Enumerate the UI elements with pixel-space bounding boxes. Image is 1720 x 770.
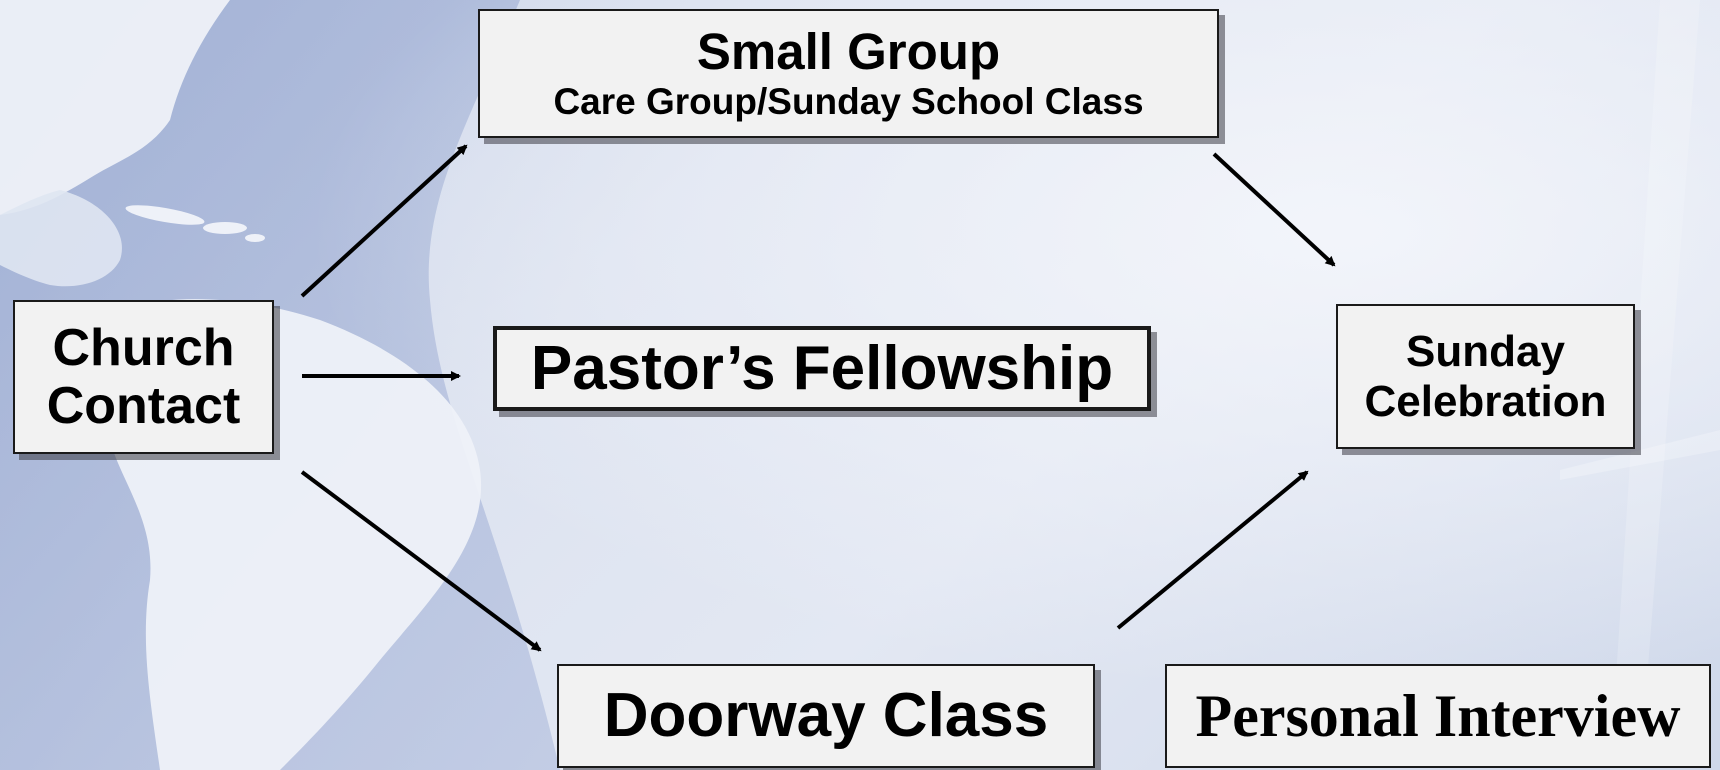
pastors-fellowship-box: Pastor’s Fellowship xyxy=(493,326,1151,411)
arrow-doorway-to-sunday xyxy=(1116,470,1309,630)
doorway-class-box: Doorway Class xyxy=(557,664,1095,768)
doorway-class-label: Doorway Class xyxy=(603,681,1049,750)
sunday-celebration-line2: Celebration xyxy=(1364,376,1607,426)
small-group-title: Small Group xyxy=(696,22,1001,80)
personal-interview-label: Personal Interview xyxy=(1195,683,1681,749)
small-group-subtitle: Care Group/Sunday School Class xyxy=(553,80,1144,122)
arrow-contact-to-doorway-class xyxy=(300,470,542,652)
pastors-fellowship-label: Pastor’s Fellowship xyxy=(530,333,1114,403)
arrow-contact-to-small-group xyxy=(300,144,468,298)
sunday-celebration-line1: Sunday xyxy=(1406,326,1565,376)
light-ray xyxy=(1610,0,1700,770)
small-group-box: Small Group Care Group/Sunday School Cla… xyxy=(478,9,1219,138)
church-contact-box: Church Contact xyxy=(13,300,274,454)
sunday-celebration-box: Sunday Celebration xyxy=(1336,304,1635,449)
personal-interview-box: Personal Interview xyxy=(1165,664,1711,768)
church-contact-line1: Church xyxy=(52,319,235,377)
light-ray xyxy=(1560,430,1720,480)
church-contact-line2: Contact xyxy=(46,377,241,435)
arrow-small-group-to-sunday xyxy=(1212,152,1336,267)
